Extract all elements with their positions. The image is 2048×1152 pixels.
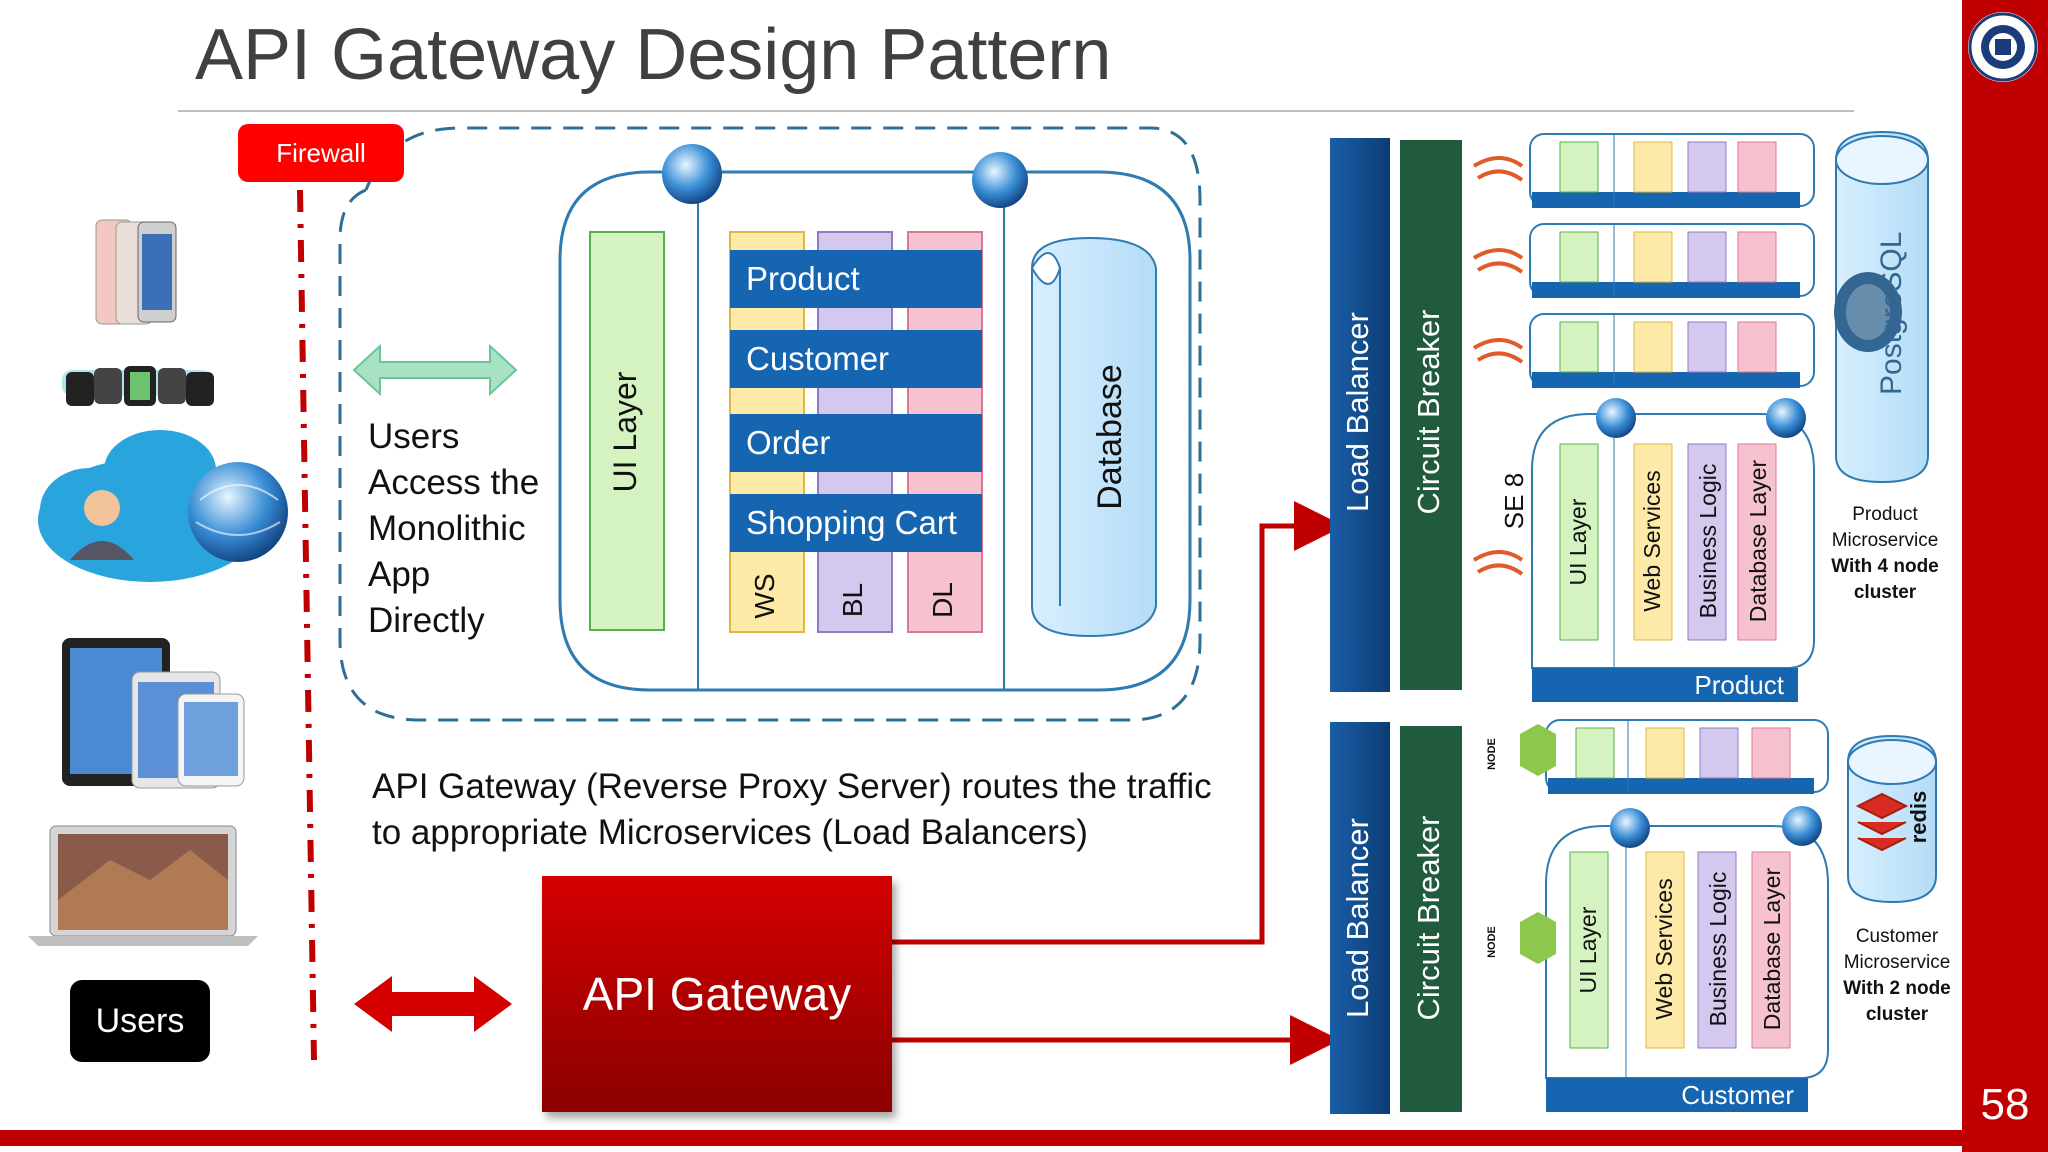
- tablet-icon: [62, 638, 245, 789]
- monolith-boundary: [338, 126, 1202, 722]
- users-label: Users: [70, 980, 210, 1062]
- right-accent-bar: [1962, 0, 2048, 1152]
- slide-title: API Gateway Design Pattern: [195, 15, 1112, 95]
- product-caption-bold-line: cluster: [1853, 582, 1917, 603]
- product-database-layer-label: Database Layer: [1745, 459, 1771, 623]
- ui-layer-block: [589, 231, 665, 631]
- product-load-balancer: [1330, 138, 1390, 692]
- customer-web-services-label: Web Services: [1651, 878, 1677, 1020]
- customer-load-balancer-label: Load Balancer: [1340, 818, 1375, 1018]
- redis-db-icon: [1847, 734, 1937, 904]
- module-order: Order: [730, 414, 982, 472]
- customer-database-layer-label: Database Layer: [1759, 867, 1785, 1031]
- customer-footer-label: Customer: [1681, 1080, 1794, 1110]
- globe-icon: [188, 462, 288, 562]
- customer-node-1: [1545, 719, 1829, 794]
- postgresql-logo-text: PostgreSQL: [1875, 231, 1908, 395]
- node-badge-label: NODE: [1486, 738, 1498, 770]
- product-node-1: [1529, 133, 1815, 208]
- monolith-text-line: Directly: [368, 601, 485, 640]
- network-globe-icon: [662, 144, 722, 204]
- product-circuit-breaker: [1400, 140, 1462, 690]
- product-caption: Product Microservice With 4 node cluster: [1810, 502, 1960, 606]
- customer-load-balancer: [1330, 722, 1390, 1114]
- title-divider: [178, 110, 1854, 112]
- product-circuit-breaker-label: Circuit Breaker: [1411, 309, 1446, 515]
- product-web-services-label: Web Services: [1639, 470, 1665, 612]
- logo-seal-icon: [1968, 12, 2038, 82]
- module-shopping-cart: Shopping Cart: [730, 494, 982, 552]
- gateway-access-arrow: [354, 976, 512, 1032]
- product-footer-label: Product: [1694, 670, 1784, 700]
- page-number: 58: [1980, 1080, 2030, 1129]
- laptop-icon: [28, 825, 258, 946]
- product-business-logic-label: Business Logic: [1695, 463, 1721, 619]
- monolith-text-line: Users: [368, 417, 460, 456]
- dl-label: DL: [927, 582, 958, 618]
- monolith-text-line: Monolithic: [368, 509, 526, 548]
- gateway-description-line: to appropriate Microservices (Load Balan…: [372, 813, 1088, 852]
- route-to-product-arrow: [892, 501, 1344, 945]
- product-ui-layer-label: UI Layer: [1565, 498, 1591, 586]
- firewall-label: Firewall: [238, 124, 404, 182]
- smartwatch-icon: [62, 366, 214, 406]
- java-icon: [1472, 156, 1524, 576]
- customer-caption-bold-line: With 2 node: [1843, 978, 1951, 999]
- gateway-description: API Gateway (Reverse Proxy Server) route…: [372, 764, 1212, 856]
- module-customer: Customer: [730, 330, 982, 388]
- customer-caption: Customer Microservice With 2 node cluste…: [1822, 924, 1972, 1028]
- product-caption-bold-line: With 4 node: [1831, 556, 1939, 577]
- bl-label: BL: [837, 582, 868, 618]
- monolith-text-line: Access the: [368, 463, 540, 502]
- monolith-text-line: App: [368, 555, 431, 594]
- ui-layer-label: UI Layer: [607, 371, 643, 493]
- product-node-3: [1529, 313, 1815, 388]
- university-logo-icon: [1968, 12, 2038, 82]
- redis-logo-text: redis: [1906, 790, 1931, 844]
- customer-business-logic-label: Business Logic: [1705, 871, 1731, 1027]
- product-load-balancer-label: Load Balancer: [1340, 312, 1375, 512]
- java-runtime-label: SE 8: [1499, 472, 1529, 530]
- product-caption-line: Product: [1852, 504, 1918, 525]
- gateway-description-line: API Gateway (Reverse Proxy Server) route…: [372, 767, 1212, 806]
- ws-label: WS: [749, 573, 780, 619]
- customer-ui-layer-label: UI Layer: [1575, 906, 1601, 994]
- customer-caption-bold-line: cluster: [1865, 1004, 1929, 1025]
- customer-caption-line: Customer: [1855, 926, 1939, 947]
- network-globe-icon: [972, 152, 1028, 208]
- node-badge-label: NODE: [1486, 926, 1498, 958]
- smartphone-icon: [95, 219, 177, 325]
- postgresql-db-icon: [1834, 130, 1929, 484]
- customer-circuit-breaker-label: Circuit Breaker: [1411, 815, 1446, 1021]
- product-caption-line: Microservice: [1831, 530, 1939, 551]
- nodejs-icon: [1520, 724, 1556, 964]
- database-cylinder: [1031, 236, 1157, 638]
- bottom-accent-bar: [0, 1130, 2048, 1146]
- direct-access-arrow: [352, 343, 518, 397]
- firewall-line: [297, 189, 317, 1061]
- module-product: Product: [730, 250, 982, 308]
- database-label: Database: [1091, 364, 1129, 510]
- product-node-main: [1531, 398, 1815, 702]
- product-node-2: [1529, 223, 1815, 298]
- api-gateway-box: API Gateway: [542, 876, 892, 1112]
- customer-circuit-breaker: [1400, 726, 1462, 1112]
- customer-node-main: [1545, 806, 1829, 1112]
- customer-caption-line: Microservice: [1843, 952, 1951, 973]
- monolith-description: Users Access the Monolithic App Directly: [368, 414, 539, 644]
